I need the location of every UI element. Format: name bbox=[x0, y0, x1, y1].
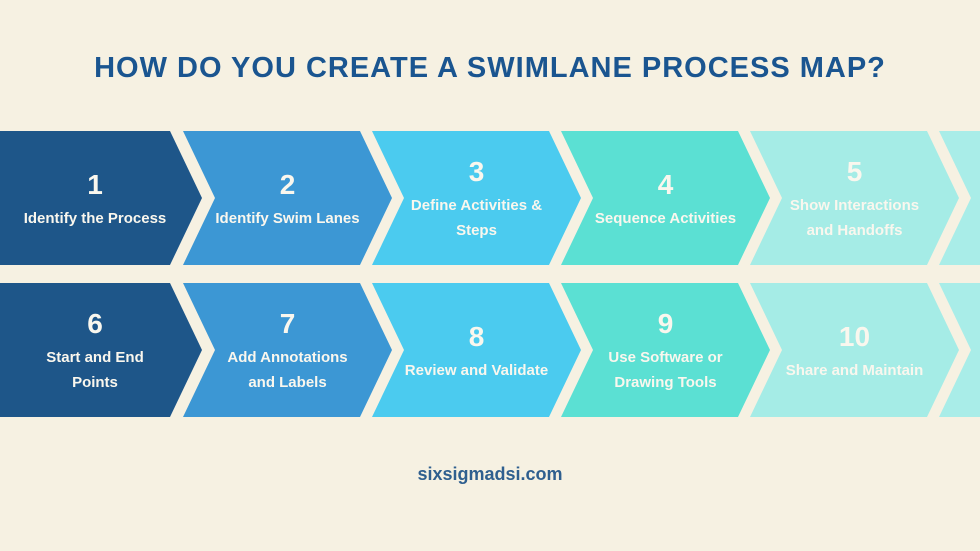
step-arrow-1: 1 Identify the Process bbox=[0, 131, 202, 265]
process-row-2: 6 Start and End Points 7 Add Annotations… bbox=[0, 283, 980, 417]
step-content: 6 Start and End Points bbox=[20, 283, 170, 417]
step-number: 9 bbox=[657, 308, 674, 339]
step-label: Start and End Points bbox=[46, 349, 144, 391]
step-content: 4 Sequence Activities bbox=[593, 131, 738, 265]
step-label: Identify the Process bbox=[23, 209, 167, 227]
step-content: 5 Show Interactions and Handoffs bbox=[782, 131, 927, 265]
step-label: Use Software or Drawing Tools bbox=[608, 349, 723, 391]
step-label: Show Interactions and Handoffs bbox=[789, 197, 920, 239]
step-label: Review and Validate bbox=[404, 361, 549, 379]
step-content: 3 Define Activities & Steps bbox=[404, 131, 549, 265]
step-arrow-7: 7 Add Annotations and Labels bbox=[183, 283, 392, 417]
step-label: Define Activities & Steps bbox=[410, 197, 543, 239]
step-number: 8 bbox=[468, 320, 485, 352]
page-title: HOW DO YOU CREATE A SWIMLANE PROCESS MAP… bbox=[94, 52, 886, 84]
step-arrow-8: 8 Review and Validate bbox=[372, 283, 581, 417]
step-number: 5 bbox=[846, 156, 863, 187]
step-number: 6 bbox=[87, 308, 103, 339]
step-content: 1 Identify the Process bbox=[20, 131, 170, 265]
step-content: 10 Share and Maintain bbox=[782, 283, 927, 417]
step-label: Share and Maintain bbox=[785, 361, 924, 379]
step-arrow-2: 2 Identify Swim Lanes bbox=[183, 131, 392, 265]
step-arrow-6: 6 Start and End Points bbox=[0, 283, 202, 417]
step-number: 10 bbox=[838, 320, 871, 352]
step-content: 7 Add Annotations and Labels bbox=[215, 283, 360, 417]
step-number: 1 bbox=[87, 168, 103, 200]
step-label: Sequence Activities bbox=[594, 209, 737, 227]
step-number: 4 bbox=[657, 168, 674, 200]
step-arrow-3: 3 Define Activities & Steps bbox=[372, 131, 581, 265]
step-content: 2 Identify Swim Lanes bbox=[215, 131, 360, 265]
step-arrow-4: 4 Sequence Activities bbox=[561, 131, 770, 265]
step-arrow-10: 10 Share and Maintain bbox=[750, 283, 959, 417]
step-number: 7 bbox=[279, 308, 296, 339]
step-label: Identify Swim Lanes bbox=[215, 209, 360, 227]
website-url: sixsigmadsi.com bbox=[417, 464, 563, 484]
process-row-1: 1 Identify the Process 2 Identify Swim L… bbox=[0, 131, 980, 265]
step-content: 9 Use Software or Drawing Tools bbox=[593, 283, 738, 417]
step-content: 8 Review and Validate bbox=[404, 283, 549, 417]
step-label: Add Annotations and Labels bbox=[227, 349, 348, 391]
step-number: 3 bbox=[468, 156, 485, 187]
step-number: 2 bbox=[279, 168, 296, 200]
step-arrow-5: 5 Show Interactions and Handoffs bbox=[750, 131, 959, 265]
step-arrow-9: 9 Use Software or Drawing Tools bbox=[561, 283, 770, 417]
